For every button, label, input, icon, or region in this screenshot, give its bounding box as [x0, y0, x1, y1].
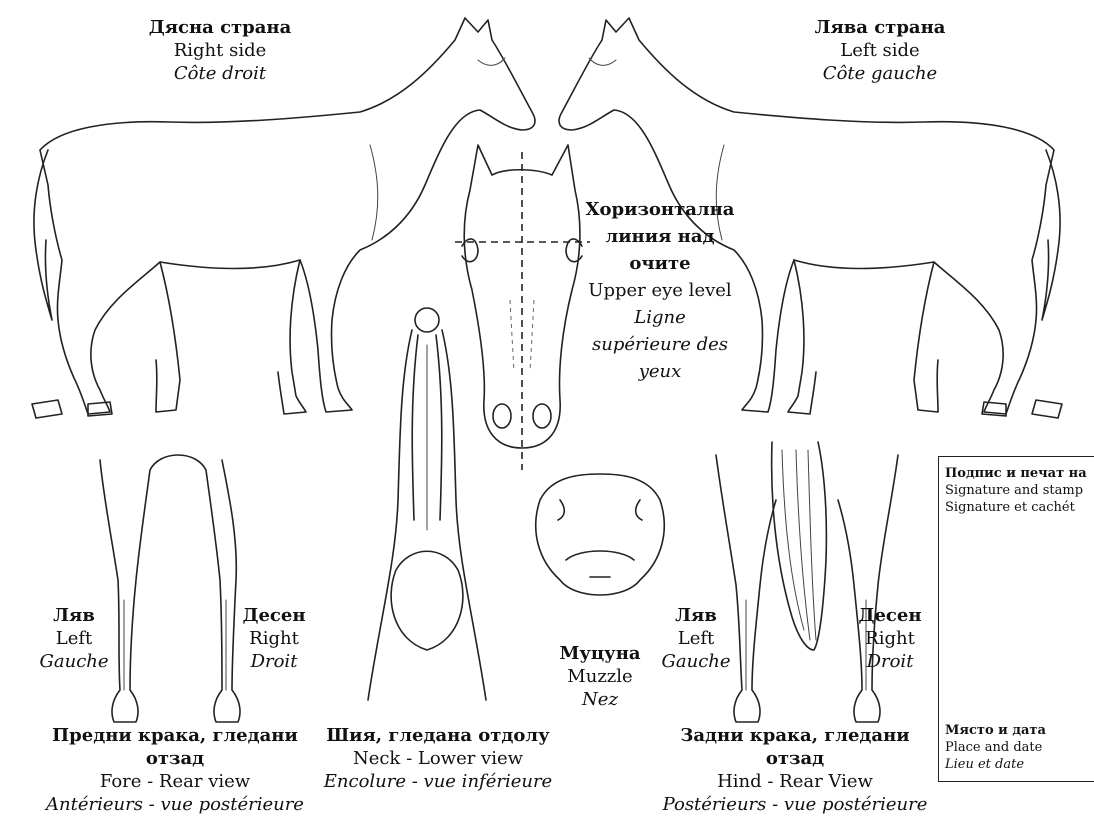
place-date-fr: Lieu et date: [945, 756, 1046, 773]
right-side-bg: Дясна страна: [120, 16, 320, 39]
neck-caption: Шия, гледана отдолу Neck - Lower view En…: [318, 724, 558, 793]
hind-legs-caption: Задни крака, гледани отзад Hind - Rear V…: [650, 724, 940, 816]
fore-left-en: Left: [34, 627, 114, 650]
muzzle-view: [536, 474, 665, 595]
right-side-en: Right side: [120, 39, 320, 62]
hind-caption-en: Hind - Rear View: [650, 770, 940, 793]
neck-lower-view: [368, 308, 486, 700]
place-date-block: Място и дата Place and date Lieu et date: [945, 722, 1046, 773]
hind-right-bg: Десен: [850, 604, 930, 627]
fore-caption-bg: Предни крака, гледани отзад: [20, 724, 330, 770]
place-date-en: Place and date: [945, 739, 1046, 756]
fore-caption-fr: Antérieurs - vue postérieure: [20, 793, 330, 816]
right-side-fr: Côte droit: [120, 62, 320, 85]
hind-left-bg: Ляв: [656, 604, 736, 627]
fore-right-fr: Droit: [234, 650, 314, 673]
muzzle-fr: Nez: [550, 688, 650, 711]
fore-right-bg: Десен: [234, 604, 314, 627]
hind-caption-fr: Postérieurs - vue postérieure: [650, 793, 940, 816]
signature-en: Signature and stamp: [945, 482, 1094, 499]
fore-right-label: Десен Right Droit: [234, 604, 314, 673]
eye-level-label: Хоризонтална линия над очите Upper eye l…: [584, 196, 736, 385]
place-date-bg: Място и дата: [945, 722, 1046, 739]
neck-caption-bg: Шия, гледана отдолу: [318, 724, 558, 747]
fore-caption-en: Fore - Rear view: [20, 770, 330, 793]
fore-legs-rear-view: [100, 455, 240, 722]
muzzle-bg: Муцуна: [550, 642, 650, 665]
head-front-view: [455, 145, 590, 470]
left-side-fr: Côte gauche: [780, 62, 980, 85]
muzzle-en: Muzzle: [550, 665, 650, 688]
neck-caption-fr: Encolure - vue inférieure: [318, 770, 558, 793]
hind-right-en: Right: [850, 627, 930, 650]
hind-left-label: Ляв Left Gauche: [656, 604, 736, 673]
signature-bg: Подпис и печат на: [945, 465, 1094, 482]
eye-level-en: Upper eye level: [584, 277, 736, 304]
hind-left-en: Left: [656, 627, 736, 650]
fore-left-fr: Gauche: [34, 650, 114, 673]
hind-right-label: Десен Right Droit: [850, 604, 930, 673]
eye-level-bg: Хоризонтална линия над очите: [584, 196, 736, 277]
hind-legs-rear-view: [716, 442, 898, 722]
hind-right-fr: Droit: [850, 650, 930, 673]
left-side-label: Лява страна Left side Côte gauche: [780, 16, 980, 85]
hind-caption-bg: Задни крака, гледани отзад: [650, 724, 940, 770]
eye-level-fr: Ligne supérieure des yeux: [584, 304, 736, 385]
neck-caption-en: Neck - Lower view: [318, 747, 558, 770]
fore-left-bg: Ляв: [34, 604, 114, 627]
muzzle-label: Муцуна Muzzle Nez: [550, 642, 650, 711]
left-side-en: Left side: [780, 39, 980, 62]
hind-left-fr: Gauche: [656, 650, 736, 673]
left-side-bg: Лява страна: [780, 16, 980, 39]
right-side-label: Дясна страна Right side Côte droit: [120, 16, 320, 85]
fore-right-en: Right: [234, 627, 314, 650]
fore-left-label: Ляв Left Gauche: [34, 604, 114, 673]
signature-fr: Signature et cachét: [945, 499, 1094, 516]
signature-stamp-box: Подпис и печат на Signature and stamp Si…: [938, 456, 1094, 782]
fore-legs-caption: Предни крака, гледани отзад Fore - Rear …: [20, 724, 330, 816]
